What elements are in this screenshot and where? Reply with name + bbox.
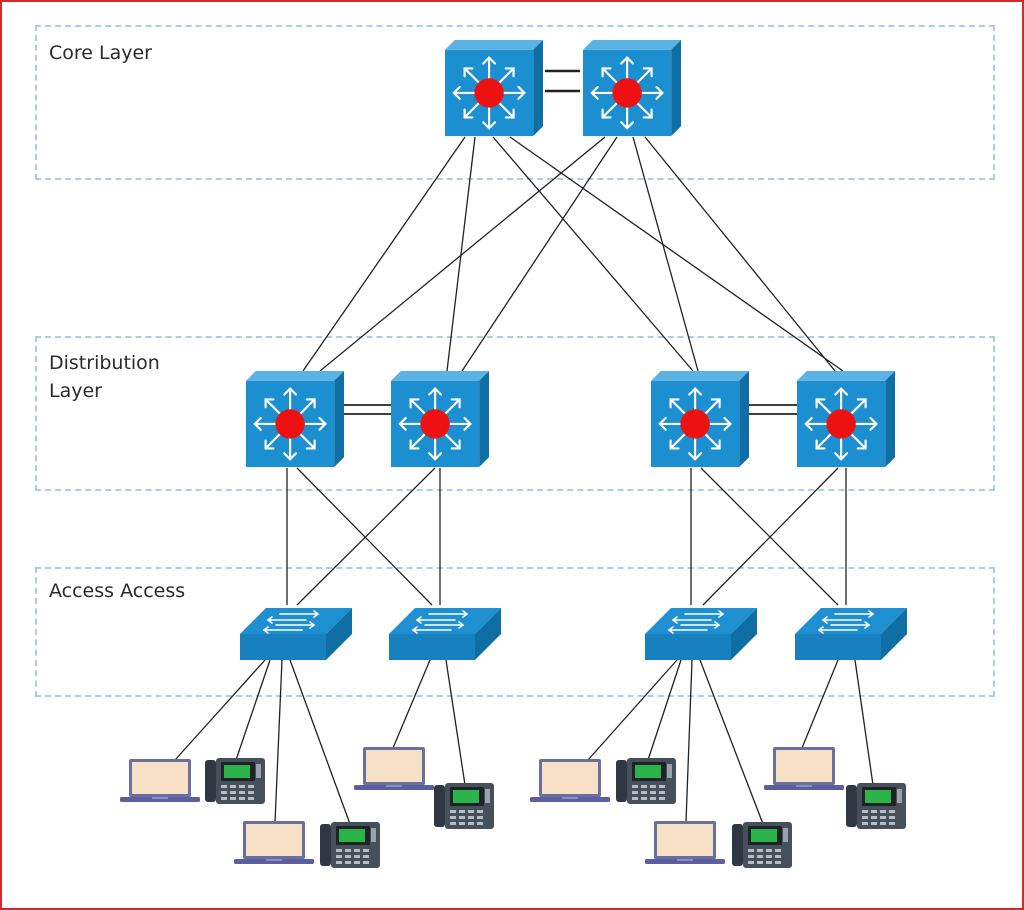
access-switch-1-icon: [240, 607, 352, 660]
core-switch-2-icon: [583, 40, 681, 138]
link: [319, 136, 606, 372]
link: [235, 659, 271, 761]
access-switch-3-icon: [645, 607, 757, 660]
link: [392, 659, 431, 749]
laptop-icon: [645, 821, 725, 864]
link: [685, 659, 693, 823]
core-switch-1-icon: [445, 40, 543, 138]
link: [296, 467, 433, 606]
link: [296, 467, 436, 606]
link: [445, 659, 466, 786]
link: [174, 659, 266, 761]
link: [702, 467, 839, 606]
core-layer-box: [35, 25, 995, 180]
ip-phone-icon: [732, 822, 792, 868]
access-switch-4-icon: [795, 607, 907, 660]
link: [446, 136, 476, 372]
link: [632, 136, 699, 372]
link: [289, 659, 351, 825]
distribution-switch-4-icon: [797, 371, 895, 469]
access-layer-box: [35, 567, 995, 697]
link: [647, 659, 682, 761]
distribution-switch-1-icon: [246, 371, 344, 469]
laptop-icon: [120, 759, 200, 802]
link: [492, 136, 694, 372]
access-layer-label: Access Access: [49, 580, 186, 602]
distribution-layer-box: [35, 336, 995, 491]
laptop-icon: [234, 821, 314, 864]
link: [699, 659, 764, 825]
ip-phone-icon: [434, 783, 494, 829]
link: [644, 136, 836, 372]
link: [700, 467, 839, 606]
access-switch-2-icon: [389, 607, 501, 660]
link: [587, 659, 678, 761]
laptop-icon: [354, 747, 434, 790]
link: [461, 136, 618, 372]
ip-phone-icon: [320, 822, 380, 868]
distribution-switch-3-icon: [651, 371, 749, 469]
core-layer-label: Core Layer: [49, 42, 152, 64]
distribution-switch-2-icon: [391, 371, 489, 469]
link: [509, 136, 844, 372]
ip-phone-icon: [846, 783, 906, 829]
ip-phone-icon: [205, 758, 265, 804]
laptop-icon: [530, 759, 610, 802]
laptop-icon: [764, 747, 844, 790]
ip-phone-icon: [616, 758, 676, 804]
distribution-layer-label: Distribution Layer: [49, 352, 160, 402]
link: [854, 659, 874, 786]
link: [302, 136, 466, 372]
link: [274, 659, 283, 823]
link: [801, 659, 839, 749]
